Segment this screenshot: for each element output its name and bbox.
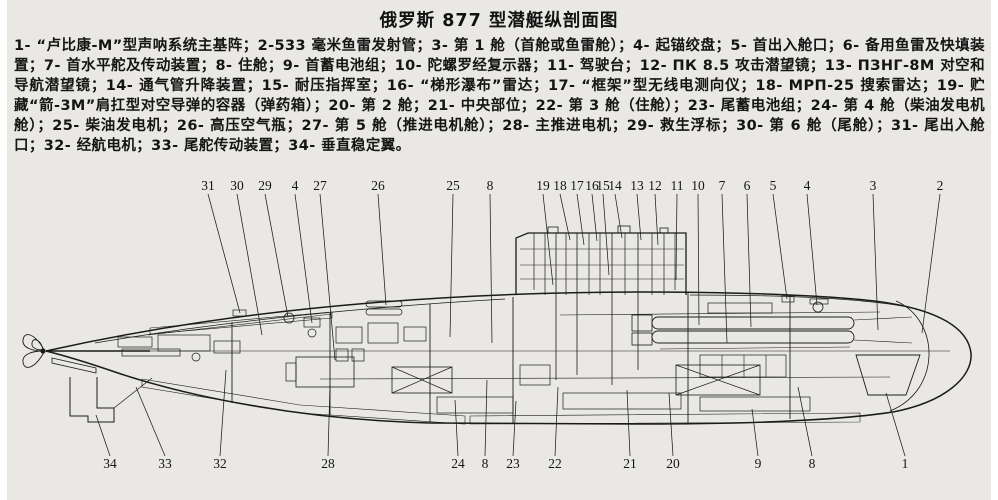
page-title: 俄罗斯 877 型潜艇纵剖面图	[379, 11, 619, 31]
callout-number-7: 7	[719, 178, 726, 193]
callout-number-4: 4	[804, 178, 811, 193]
bottom-callouts: 34 33 32 28 24 8 23 22 21 20 9 8 1	[95, 369, 909, 471]
leader-line	[294, 193, 313, 324]
callout-number-11: 11	[671, 178, 684, 193]
callout-number-12: 12	[648, 178, 662, 193]
leader-line	[626, 389, 631, 457]
submarine-diagram: 3130294272625819181716151413121110765432…	[22, 178, 972, 471]
leader-line	[377, 193, 387, 306]
callout-number-1: 1	[902, 456, 909, 471]
callout-number-16: 16	[585, 178, 599, 193]
callout-number-14: 14	[608, 178, 622, 193]
callout-number-6: 6	[744, 178, 751, 193]
equipment	[117, 295, 829, 396]
callout-number-9: 9	[755, 456, 762, 471]
leader-line	[885, 392, 906, 457]
leader-line	[675, 193, 678, 281]
callout-number-18: 18	[553, 178, 567, 193]
leader-line	[668, 392, 674, 457]
callout-number-13: 13	[630, 178, 644, 193]
sail	[515, 225, 687, 385]
callout-number-23: 23	[506, 456, 520, 471]
callout-number-15: 15	[596, 178, 610, 193]
callout-number-8: 8	[487, 178, 494, 193]
leader-line	[636, 193, 642, 241]
callout-number-30: 30	[230, 178, 244, 193]
leader-line	[454, 399, 459, 457]
leader-line	[236, 193, 263, 336]
callout-number-4: 4	[292, 178, 299, 193]
callout-number-8: 8	[482, 456, 489, 471]
paper-background	[7, 0, 991, 500]
callout-number-3: 3	[870, 178, 877, 193]
callout-number-26: 26	[371, 178, 385, 193]
callout-number-25: 25	[446, 178, 460, 193]
torpedo-tubes	[631, 314, 913, 350]
callout-number-22: 22	[548, 456, 562, 471]
leader-line	[806, 193, 818, 306]
callout-number-19: 19	[536, 178, 550, 193]
callout-number-29: 29	[258, 178, 272, 193]
leader-line	[654, 193, 659, 246]
callout-number-24: 24	[451, 456, 465, 471]
leader-line	[602, 193, 610, 276]
rib-hatching	[141, 311, 861, 425]
hull-outline	[45, 291, 972, 425]
leader-line	[135, 386, 166, 457]
leader-line	[512, 400, 517, 457]
callout-number-5: 5	[770, 178, 777, 193]
callout-number-21: 21	[623, 456, 637, 471]
leader-line	[921, 193, 941, 334]
legend-text: 1- “卢比康-M”型声呐系统主基阵；2-533 毫米鱼雷发射管；3- 第 1 …	[14, 38, 985, 154]
leader-line	[484, 379, 488, 457]
leader-line	[319, 193, 336, 361]
callout-number-33: 33	[158, 456, 172, 471]
leader-line	[772, 193, 788, 300]
leader-line	[697, 193, 700, 326]
leader-line	[264, 193, 289, 318]
callout-number-20: 20	[666, 456, 680, 471]
callout-number-2: 2	[937, 178, 944, 193]
leader-line	[219, 369, 227, 457]
leader-line	[872, 193, 879, 331]
callout-number-27: 27	[313, 178, 327, 193]
callout-number-34: 34	[103, 456, 117, 471]
leader-line	[449, 193, 454, 338]
callout-number-17: 17	[570, 178, 584, 193]
callout-number-8: 8	[809, 456, 816, 471]
callout-number-28: 28	[321, 456, 335, 471]
leader-line	[207, 193, 241, 314]
callout-number-31: 31	[201, 178, 215, 193]
stern-gear	[22, 334, 153, 423]
leader-line	[327, 384, 331, 457]
sonar-array	[855, 354, 921, 396]
leader-line	[95, 414, 111, 457]
leader-line	[542, 193, 554, 286]
leader-line	[559, 193, 571, 241]
leader-line	[751, 408, 759, 457]
leader-line	[576, 193, 585, 246]
leader-line	[721, 193, 728, 344]
leader-line	[554, 386, 559, 457]
callout-number-32: 32	[213, 456, 227, 471]
leader-line	[489, 193, 493, 344]
bulkheads	[231, 293, 791, 424]
leader-line	[797, 386, 813, 457]
leader-line	[614, 193, 623, 239]
leader-line	[591, 193, 598, 242]
callout-number-10: 10	[691, 178, 705, 193]
leader-line	[746, 193, 752, 328]
